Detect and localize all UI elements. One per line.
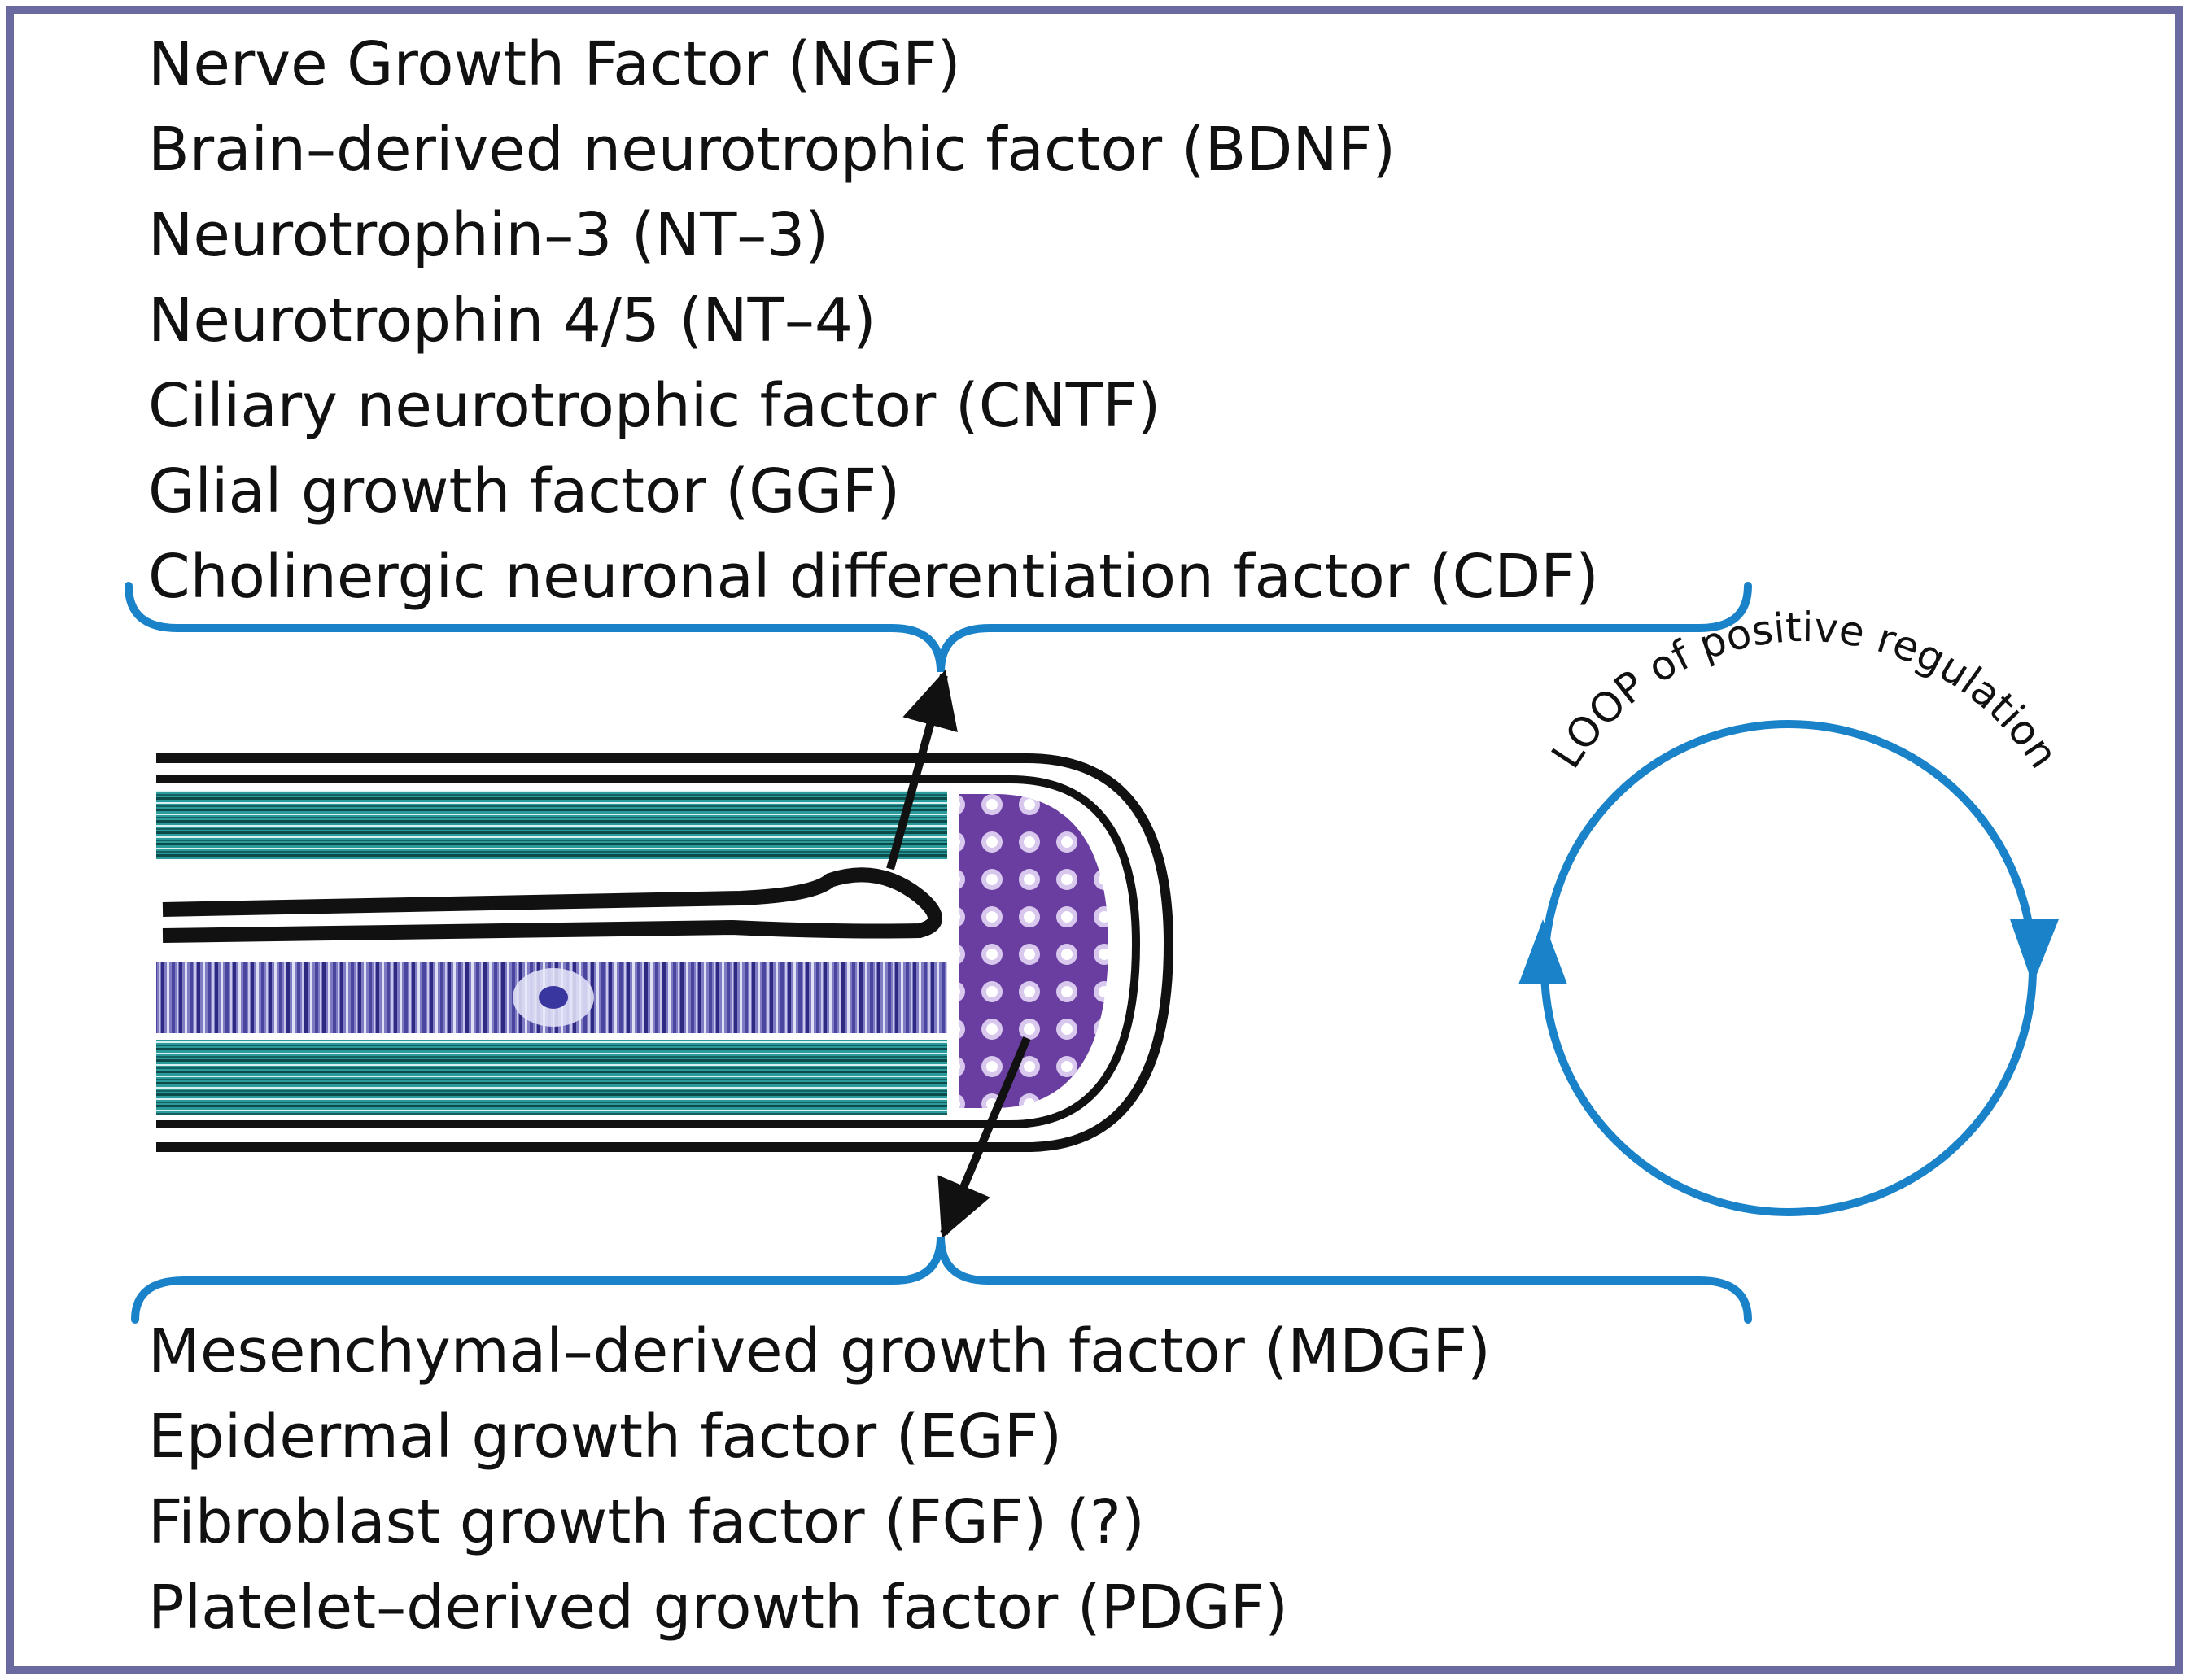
arrow-down — [937, 1036, 1031, 1239]
bottom-factor-2: Epidermal growth factor (EGF) — [148, 1402, 1062, 1472]
inner-sheath — [156, 775, 1141, 1128]
outer-frame — [6, 6, 2183, 1674]
nerve-fiber — [156, 670, 1174, 1239]
bottom-factor-4: Platelet–derived growth factor (PDGF) — [148, 1573, 1288, 1643]
top-factor-7: Cholinergic neuronal differentiation fac… — [148, 542, 1599, 612]
growth-cone — [959, 794, 1108, 1108]
axon-terminal-line — [162, 867, 942, 943]
bottom-bracket — [131, 1236, 1752, 1324]
loop-arrow-left — [1518, 919, 1567, 984]
top-factor-6: Glial growth factor (GGF) — [148, 456, 900, 526]
arrow-up — [886, 670, 958, 871]
top-factor-1: Nerve Growth Factor (NGF) — [148, 29, 961, 99]
positive-regulation-loop: LOOP of positive regulation — [1518, 604, 2067, 1216]
outer-sheath — [156, 753, 1174, 1152]
bottom-factor-1: Mesenchymal–derived growth factor (MDGF) — [148, 1316, 1491, 1386]
schwann-layer-upper — [156, 791, 947, 859]
top-factor-2: Brain–derived neurotrophic factor (BDNF) — [148, 115, 1396, 185]
loop-arrow-right — [2010, 919, 2059, 984]
top-factor-3: Neurotrophin–3 (NT–3) — [148, 200, 828, 270]
top-factor-list: Nerve Growth Factor (NGF) Brain–derived n… — [148, 29, 1599, 612]
bottom-factor-3: Fibroblast growth factor (FGF) (?) — [148, 1487, 1145, 1557]
schwann-layer-lower — [156, 1040, 947, 1115]
bottom-factor-list: Mesenchymal–derived growth factor (MDGF)… — [148, 1316, 1491, 1643]
loop-circle — [1540, 720, 2037, 1216]
top-factor-5: Ciliary neurotrophic factor (CNTF) — [148, 371, 1160, 441]
top-factor-4: Neurotrophin 4/5 (NT–4) — [148, 286, 876, 356]
